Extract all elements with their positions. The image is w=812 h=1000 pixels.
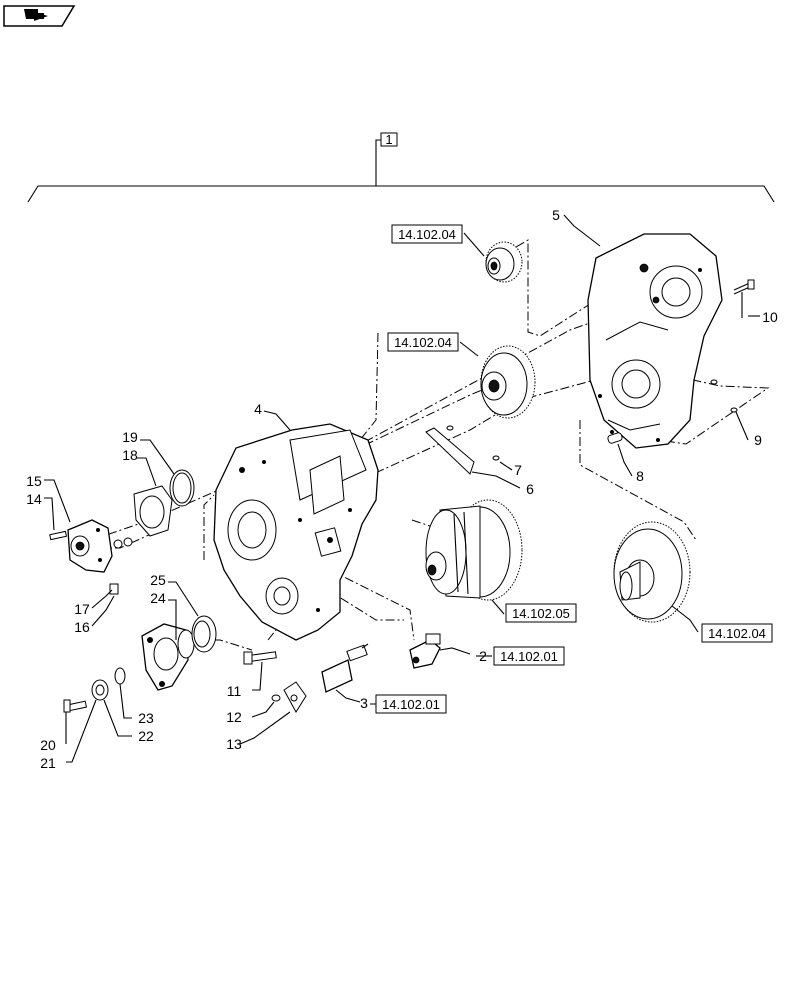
callout-21: 21 (40, 755, 56, 771)
reference-box-large-gear[interactable]: 14.102.04 (701, 623, 773, 643)
small-gear[interactable] (485, 241, 523, 283)
callout-numbers: 5 4 10 9 8 7 6 19 18 15 14 17 16 25 24 2… (26, 207, 778, 771)
rear-housing-cover[interactable] (587, 233, 723, 449)
o-ring-19[interactable] (169, 469, 195, 507)
callout-20: 20 (40, 737, 56, 753)
bolt-20[interactable] (63, 699, 88, 713)
reference-box-sensor-3[interactable]: 14.102.01 (375, 694, 447, 714)
svg-text:14.102.01: 14.102.01 (382, 697, 440, 712)
callout-25: 25 (150, 572, 166, 588)
o-ring-23[interactable] (114, 667, 126, 685)
callout-10: 10 (762, 309, 778, 325)
gasket-18[interactable] (133, 485, 173, 537)
callout-5: 5 (552, 207, 560, 223)
svg-text:14.102.04: 14.102.04 (398, 227, 456, 242)
callout-14: 14 (26, 491, 42, 507)
bolt-11[interactable] (243, 651, 277, 665)
callout-3: 3 (360, 695, 368, 711)
bracket-13[interactable] (283, 681, 307, 713)
screw-12[interactable] (271, 694, 281, 702)
callout-23: 23 (138, 710, 154, 726)
dowel-8[interactable] (607, 432, 623, 444)
callout-17: 17 (74, 601, 90, 617)
yoke-24[interactable] (141, 623, 195, 691)
reference-box-sensor-2[interactable]: 14.102.01 (493, 646, 565, 666)
callout-4: 4 (254, 401, 262, 417)
baffle-plate-6[interactable] (425, 427, 475, 475)
bolt-14[interactable] (49, 530, 68, 541)
pin-9[interactable] (710, 379, 738, 413)
bolt-10[interactable] (733, 279, 755, 295)
plug-16[interactable] (109, 583, 119, 595)
callout-16: 16 (74, 619, 90, 635)
reference-box-middle-gear[interactable]: 14.102.04 (387, 332, 459, 352)
callout-7: 7 (514, 462, 522, 478)
svg-text:14.102.05: 14.102.05 (512, 606, 570, 621)
svg-text:14.102.04: 14.102.04 (708, 626, 766, 641)
next-page-arrow-icon[interactable] (3, 5, 76, 27)
cover-15[interactable] (67, 519, 113, 573)
callout-19: 19 (122, 429, 138, 445)
seal-25[interactable] (191, 615, 217, 653)
assembly-label: 1 (385, 132, 392, 147)
callout-24: 24 (150, 590, 166, 606)
main-housing[interactable] (213, 423, 379, 641)
callout-18: 18 (122, 447, 138, 463)
idler-gear[interactable] (480, 345, 536, 419)
callout-2: 2 (479, 648, 487, 664)
screw-7[interactable] (446, 425, 500, 461)
output-gear[interactable] (613, 521, 691, 623)
leader-lines (44, 214, 760, 763)
sensor-3[interactable] (321, 643, 369, 693)
callout-8: 8 (636, 468, 644, 484)
clutch-pack[interactable] (425, 499, 523, 601)
reference-box-clutch[interactable]: 14.102.05 (505, 603, 577, 623)
assembly-bracket: 1 (27, 132, 775, 203)
fitting-small[interactable] (113, 537, 133, 549)
svg-text:14.102.04: 14.102.04 (394, 335, 452, 350)
callout-11: 11 (227, 683, 242, 699)
callout-22: 22 (138, 728, 154, 744)
sensor-2[interactable] (409, 633, 441, 669)
callout-6: 6 (526, 481, 534, 497)
callout-15: 15 (26, 473, 42, 489)
callout-12: 12 (226, 709, 242, 725)
callout-13: 13 (226, 736, 242, 752)
svg-text:14.102.01: 14.102.01 (500, 649, 558, 664)
callout-9: 9 (754, 432, 762, 448)
reference-box-top-gear[interactable]: 14.102.04 (391, 224, 463, 244)
washer-22[interactable] (91, 679, 109, 701)
